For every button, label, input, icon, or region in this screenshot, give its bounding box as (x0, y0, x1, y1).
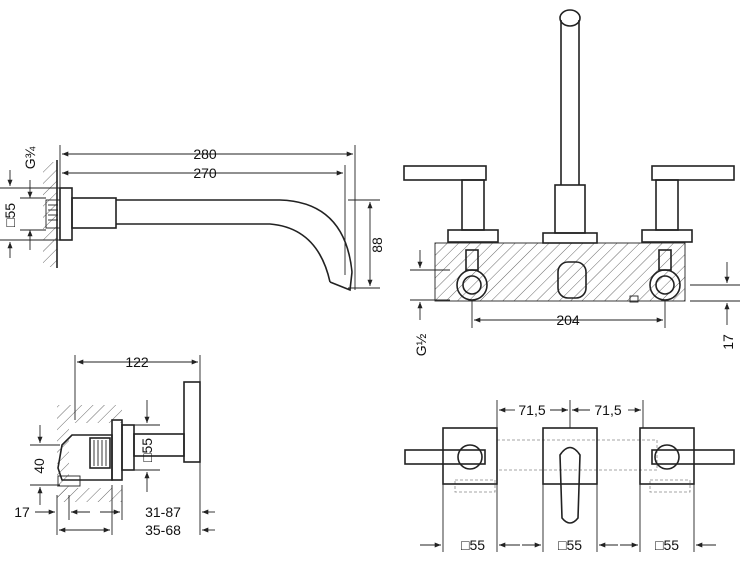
plan-spout (559, 446, 581, 524)
spout-bottom-curve (116, 223, 331, 283)
label-g34: G¾ (22, 146, 38, 169)
label-handle-55: □55 (139, 438, 155, 462)
spout-collar (71, 197, 117, 229)
label-88: 88 (369, 237, 385, 253)
label-plan-55-right: □55 (655, 537, 679, 553)
handle-lever (183, 381, 201, 463)
label-plate-55: □55 (2, 203, 18, 227)
label-35-68: 35-68 (145, 522, 181, 538)
label-71-5-right: 71,5 (594, 402, 621, 418)
plan-plate-left (442, 427, 498, 485)
spout-side-view: 280 270 88 □55 G¾ (0, 145, 385, 292)
spout-top-curve (116, 199, 353, 273)
plan-plate-right (639, 427, 695, 485)
wall-plate (59, 187, 73, 241)
label-71-5-left: 71,5 (518, 402, 545, 418)
label-17-handle: 17 (14, 504, 30, 520)
spout-tip (559, 9, 581, 27)
label-31-87: 31-87 (145, 504, 181, 520)
label-plan-55-mid: □55 (558, 537, 582, 553)
plan-plate-mid (542, 427, 598, 485)
label-17-front: 17 (720, 334, 736, 350)
label-g12: G½ (413, 333, 429, 356)
mixer-plan-view: 71,5 71,5 □55 □55 □55 (404, 400, 735, 553)
valve-body (45, 199, 61, 229)
wall-hatch (43, 162, 57, 267)
mixer-front-view: 204 G½ 17 (403, 9, 740, 356)
wall-section-hatch (435, 243, 685, 301)
handle-side-view: 122 □55 40 17 31-87 35-68 (14, 354, 215, 538)
label-204: 204 (556, 312, 580, 328)
right-lever (651, 165, 735, 181)
left-lever (403, 165, 487, 181)
label-plan-55-left: □55 (461, 537, 485, 553)
label-40: 40 (31, 458, 47, 474)
label-280: 280 (193, 146, 217, 162)
label-270: 270 (193, 165, 217, 181)
center-body (557, 261, 587, 299)
spout-outlet (329, 271, 353, 292)
label-122: 122 (125, 354, 149, 370)
